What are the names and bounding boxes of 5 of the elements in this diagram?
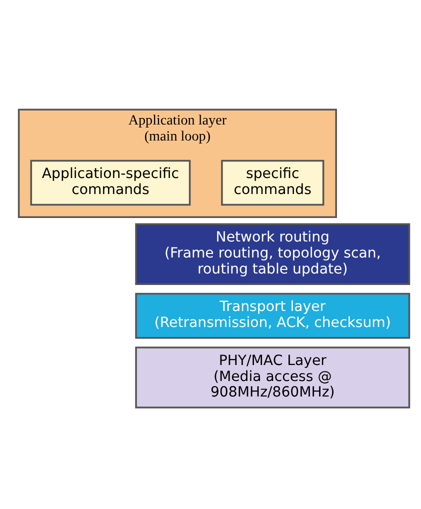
node-box: Network routing (Frame routing, topology scan, routing table update)	[135, 222, 410, 284]
node-box: PHY/MAC Layer (Media access @ 908MHz/860MHz)	[135, 346, 410, 408]
node-box: Application-specific commands	[30, 159, 191, 206]
node-box: Transport layer (Retransmission, ACK, checksum)	[135, 292, 410, 338]
node-box: specific commands	[221, 159, 324, 206]
